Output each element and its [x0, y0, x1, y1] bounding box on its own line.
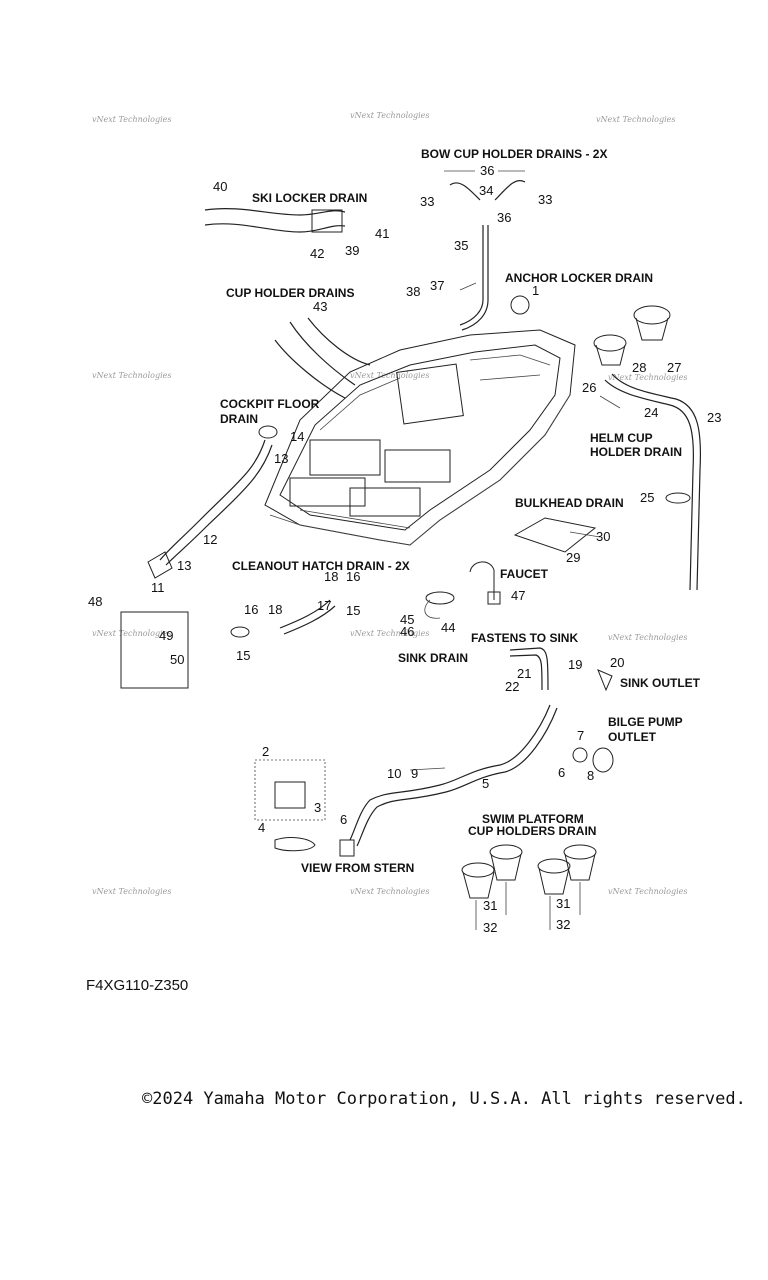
- callout-23: 23: [707, 410, 721, 425]
- label-faucet: FAUCET: [500, 567, 549, 581]
- label-bilge-outlet: OUTLET: [608, 730, 657, 744]
- callout-3: 3: [314, 800, 321, 815]
- callout-18b: 18: [268, 602, 282, 617]
- callout-16b: 16: [244, 602, 258, 617]
- watermarks: vNext Technologies vNext Technologies vN…: [92, 111, 687, 896]
- callout-17: 17: [317, 598, 331, 613]
- callout-37: 37: [430, 278, 444, 293]
- label-sink-drain: SINK DRAIN: [398, 651, 468, 665]
- callout-26: 26: [582, 380, 596, 395]
- callout-8: 8: [587, 768, 594, 783]
- watermark: vNext Technologies: [92, 887, 171, 896]
- watermark: vNext Technologies: [608, 373, 687, 382]
- callout-44: 44: [441, 620, 455, 635]
- copyright-notice: ©2024 Yamaha Motor Corporation, U.S.A. A…: [142, 1089, 746, 1109]
- label-bilge-pump: BILGE PUMP: [608, 715, 683, 729]
- callout-6: 6: [340, 812, 347, 827]
- callout-24: 24: [644, 405, 658, 420]
- label-cockpit-drain: DRAIN: [220, 412, 258, 426]
- callout-13b: 13: [177, 558, 191, 573]
- label-cup-holder-drains: CUP HOLDER DRAINS: [226, 286, 354, 300]
- callout-33b: 33: [538, 192, 552, 207]
- watermark: vNext Technologies: [350, 887, 429, 896]
- callout-15: 15: [346, 603, 360, 618]
- label-cockpit-floor: COCKPIT FLOOR: [220, 397, 320, 411]
- label-cleanout-hatch-drain: CLEANOUT HATCH DRAIN - 2X: [232, 559, 410, 573]
- callout-47: 47: [511, 588, 525, 603]
- callout-32: 32: [483, 920, 497, 935]
- callout-18: 18: [324, 569, 338, 584]
- label-sink-outlet: SINK OUTLET: [620, 676, 701, 690]
- callout-20: 20: [610, 655, 624, 670]
- callout-11: 11: [151, 580, 165, 595]
- callout-numbers: 1 2 3 4 5 6 6 7 8 9 10 11 12 13 13 14 15…: [88, 163, 721, 935]
- callout-50: 50: [170, 652, 184, 667]
- callout-45: 45: [400, 612, 414, 627]
- watermark: vNext Technologies: [92, 371, 171, 380]
- label-swim-cup-holders-drain: CUP HOLDERS DRAIN: [468, 824, 596, 838]
- callout-19: 19: [568, 657, 582, 672]
- label-anchor-locker-drain: ANCHOR LOCKER DRAIN: [505, 271, 653, 285]
- callout-40: 40: [213, 179, 227, 194]
- callout-14: 14: [290, 429, 304, 444]
- callout-36b: 36: [497, 210, 511, 225]
- label-view-from-stern: VIEW FROM STERN: [301, 861, 414, 875]
- callout-16: 16: [346, 569, 360, 584]
- watermark: vNext Technologies: [608, 887, 687, 896]
- callout-4: 4: [258, 820, 265, 835]
- callout-48: 48: [88, 594, 102, 609]
- callout-46: 46: [400, 624, 414, 639]
- watermark: vNext Technologies: [350, 629, 429, 638]
- section-labels: BOW CUP HOLDER DRAINS - 2X SKI LOCKER DR…: [220, 147, 701, 875]
- callout-32b: 32: [556, 917, 570, 932]
- label-swim-platform: SWIM PLATFORM: [482, 812, 584, 826]
- callout-12: 12: [203, 532, 217, 547]
- callout-7: 7: [577, 728, 584, 743]
- callout-35: 35: [454, 238, 468, 253]
- callout-39: 39: [345, 243, 359, 258]
- callout-13: 13: [274, 451, 288, 466]
- callout-34: 34: [479, 183, 493, 198]
- watermark: vNext Technologies: [608, 633, 687, 642]
- callout-1: 1: [532, 283, 539, 298]
- callout-5: 5: [482, 776, 489, 791]
- callout-49: 49: [159, 628, 173, 643]
- label-fastens-to-sink: FASTENS TO SINK: [471, 631, 578, 645]
- callout-25: 25: [640, 490, 654, 505]
- callout-43: 43: [313, 299, 327, 314]
- callout-31b: 31: [556, 896, 570, 911]
- callout-2: 2: [262, 744, 269, 759]
- callout-29: 29: [566, 550, 580, 565]
- callout-42: 42: [310, 246, 324, 261]
- callout-21: 21: [517, 666, 531, 681]
- callout-10: 10: [387, 766, 401, 781]
- watermark: vNext Technologies: [92, 115, 171, 124]
- label-helm-holder-drain: HOLDER DRAIN: [590, 445, 682, 459]
- callout-31: 31: [483, 898, 497, 913]
- callout-9: 9: [411, 766, 418, 781]
- callout-6b: 6: [558, 765, 565, 780]
- callout-38: 38: [406, 284, 420, 299]
- callout-36: 36: [480, 163, 494, 178]
- boat-hull-drawing: [264, 329, 576, 546]
- callout-22: 22: [505, 679, 519, 694]
- part-code: F4XG110-Z350: [86, 977, 189, 994]
- callout-41: 41: [375, 226, 389, 241]
- watermark: vNext Technologies: [350, 111, 429, 120]
- callout-27: 27: [667, 360, 681, 375]
- callout-28: 28: [632, 360, 646, 375]
- label-helm-cup: HELM CUP: [590, 431, 653, 445]
- label-ski-locker-drain: SKI LOCKER DRAIN: [252, 191, 367, 205]
- watermark: vNext Technologies: [596, 115, 675, 124]
- callout-33: 33: [420, 194, 434, 209]
- label-bow-cup-holder-drains: BOW CUP HOLDER DRAINS - 2X: [421, 147, 607, 161]
- watermark: vNext Technologies: [92, 629, 171, 638]
- watermark: vNext Technologies: [350, 371, 429, 380]
- callout-15b: 15: [236, 648, 250, 663]
- callout-30: 30: [596, 529, 610, 544]
- label-bulkhead-drain: BULKHEAD DRAIN: [515, 496, 624, 510]
- hoses-and-parts: [120, 170, 702, 930]
